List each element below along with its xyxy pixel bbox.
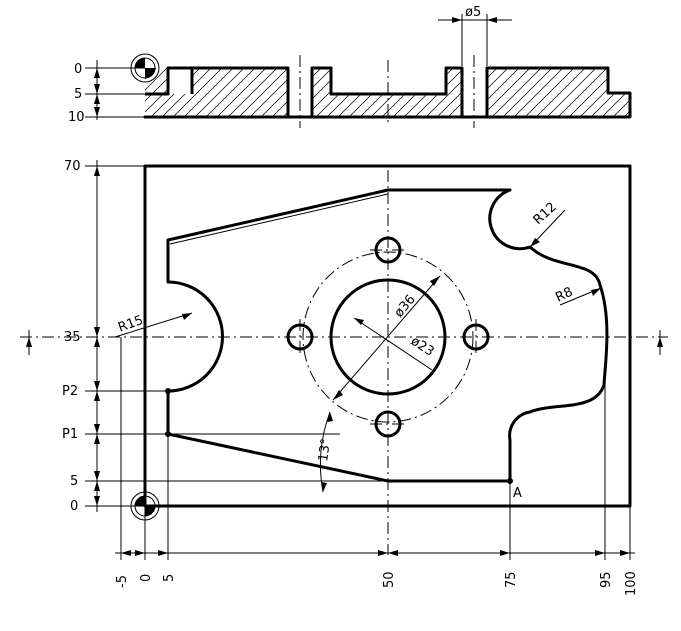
hatch-line [521,68,578,117]
hatch-line [191,68,248,117]
y-label-35: 35 [64,330,81,345]
plan-view: ø36 ø23 R15 R12 R8 13° A [20,159,668,596]
hatch-line [145,68,149,117]
pocket-profile [166,188,609,483]
outer-diameter-label: ø36 [392,292,419,320]
section-slot-left [168,66,192,94]
bolt-holes [286,236,490,438]
section-hole-2 [462,66,487,119]
hatch-line [676,65,681,120]
hatch-line [532,68,589,117]
x-label-75: 75 [504,571,519,588]
hatch-line [235,68,292,117]
section-hole-1 [288,66,312,119]
y-label-0: 0 [70,499,78,514]
hatch-line [499,68,556,117]
hatch-line [169,68,226,117]
hatch-line [145,68,171,117]
hatch-line [180,68,237,117]
hatch-line [609,68,630,117]
inner-diameter-label: ø23 [408,334,437,360]
hatch-line [643,65,681,120]
radius-12-label: R12 [531,200,560,228]
hatch-line [213,68,270,117]
point-a-label: A [513,486,522,501]
origin-symbol-top [130,53,160,83]
hatch-line [543,68,600,117]
y-label-70: 70 [64,159,81,174]
x-label-neg5: -5 [115,575,130,588]
x-label-100: 100 [624,571,639,596]
section-right-step-blank [608,66,633,93]
hatch-line [82,65,137,120]
depth-label-0: 0 [74,62,82,77]
y-label-p2: P2 [62,384,78,399]
x-label-5: 5 [162,574,177,582]
hatch-line [554,68,611,117]
radius-8-label: R8 [553,285,575,306]
hole-diameter-label: ø5 [465,5,481,20]
hatch-line [488,68,545,117]
center-bore [329,278,447,396]
hatch-line [202,68,259,117]
x-label-50: 50 [382,571,397,588]
depth-label-10: 10 [68,110,85,125]
section-view: ø5 0 5 10 [68,5,681,128]
y-label-p1: P1 [62,427,78,442]
hatch-line [510,68,567,117]
origin-symbol-plan [130,491,160,521]
x-label-95: 95 [599,571,614,588]
angle-label: 13° [316,438,334,463]
bolt-circle [302,251,474,423]
hatch-line [224,68,281,117]
x-label-0: 0 [139,574,154,582]
hatch-line [632,65,681,120]
depth-label-5: 5 [74,87,82,102]
y-label-5: 5 [70,474,78,489]
hatch-line [665,65,681,120]
hatch-line [654,65,681,120]
